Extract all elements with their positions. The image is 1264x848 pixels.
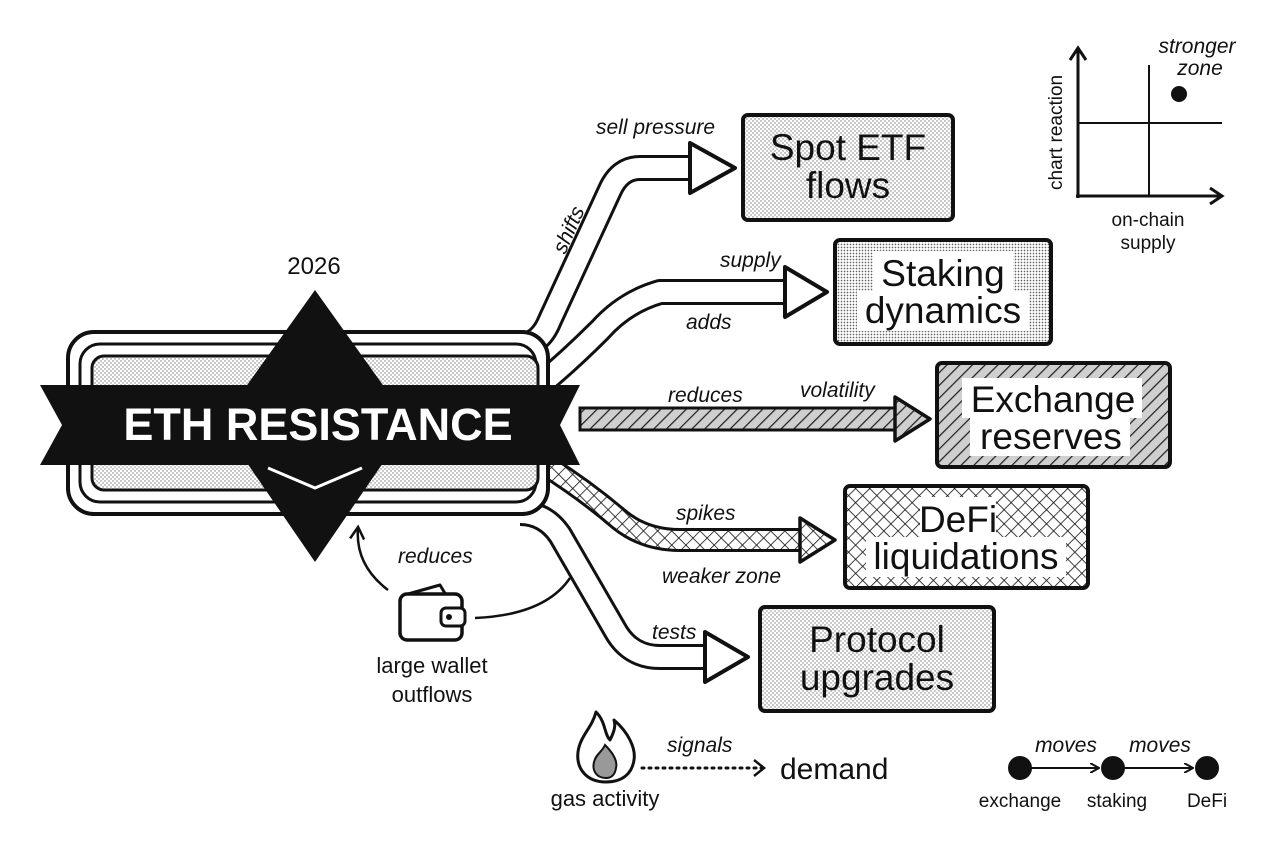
stronger-zone-line1: stronger xyxy=(1158,35,1236,58)
box-exchange: Exchange reserves xyxy=(935,361,1172,469)
flame-icon xyxy=(576,710,636,784)
box-staking: Staking dynamics xyxy=(833,238,1053,346)
gas-group: gas activity signals demand xyxy=(551,710,888,811)
box-staking-line2: dynamics xyxy=(865,290,1021,331)
label-supply: supply xyxy=(720,249,782,272)
box-protocol-line2: upgrades xyxy=(800,657,954,698)
arrow-to-exchange xyxy=(578,395,932,443)
label-tests: tests xyxy=(652,621,697,644)
wallet-icon xyxy=(398,583,467,642)
chain-node-exchange xyxy=(1008,756,1032,780)
gas-label: gas activity xyxy=(551,786,660,811)
quadrant-y-label: chart reaction xyxy=(1046,75,1067,190)
flow-chain: moves moves exchange staking DeFi xyxy=(979,734,1227,812)
label-adds: adds xyxy=(686,311,732,334)
wallet-label-line2: outflows xyxy=(392,682,473,707)
chain-edge-label-1: moves xyxy=(1035,734,1097,757)
label-spikes: spikes xyxy=(676,502,736,525)
label-signals: signals xyxy=(667,734,733,757)
eth-diamond xyxy=(245,290,385,562)
wallet-group: reduces large wallet outflows xyxy=(358,528,572,707)
quadrant-chart: chart reaction on-chain supply stronger … xyxy=(1046,35,1237,254)
chain-node-staking xyxy=(1101,756,1125,780)
box-defi: DeFi liquidations xyxy=(843,484,1090,590)
box-defi-line1: DeFi xyxy=(919,499,997,540)
box-exchange-line2: reserves xyxy=(980,416,1122,457)
chain-node-label-exchange: exchange xyxy=(979,791,1061,812)
box-protocol: Protocol upgrades xyxy=(758,605,996,713)
chain-node-label-defi: DeFi xyxy=(1187,791,1227,812)
box-staking-line1: Staking xyxy=(881,253,1004,294)
label-wallet-reduces: reduces xyxy=(398,545,473,568)
chain-edge-label-2: moves xyxy=(1129,734,1191,757)
label-reduces: reduces xyxy=(668,384,743,407)
wallet-label-line1: large wallet xyxy=(376,653,487,678)
box-spot-etf-line2: flows xyxy=(806,165,890,206)
arrow-to-defi xyxy=(538,454,837,564)
label-sell-pressure: sell pressure xyxy=(596,116,715,139)
quadrant-x-label-line2: supply xyxy=(1121,233,1176,254)
label-weaker-zone: weaker zone xyxy=(662,565,781,588)
box-spot-etf: Spot ETF flows xyxy=(741,113,955,222)
box-defi-line2: liquidations xyxy=(873,536,1058,577)
box-protocol-line1: Protocol xyxy=(809,619,945,660)
chain-node-defi xyxy=(1195,756,1219,780)
chain-node-label-staking: staking xyxy=(1087,791,1147,812)
demand-label: demand xyxy=(780,753,888,786)
quadrant-x-label-line1: on-chain xyxy=(1112,210,1185,231)
stronger-zone-dot xyxy=(1171,86,1187,102)
banner-title: ETH RESISTANCE xyxy=(123,399,512,450)
title-banner: ETH RESISTANCE xyxy=(40,385,580,465)
year-label: 2026 xyxy=(287,253,340,280)
arrow-to-staking xyxy=(531,265,829,395)
label-volatility: volatility xyxy=(800,379,876,402)
box-spot-etf-line1: Spot ETF xyxy=(770,127,926,168)
arrow-to-protocol xyxy=(519,500,750,684)
stronger-zone-line2: zone xyxy=(1176,57,1223,80)
box-exchange-line1: Exchange xyxy=(971,379,1136,420)
